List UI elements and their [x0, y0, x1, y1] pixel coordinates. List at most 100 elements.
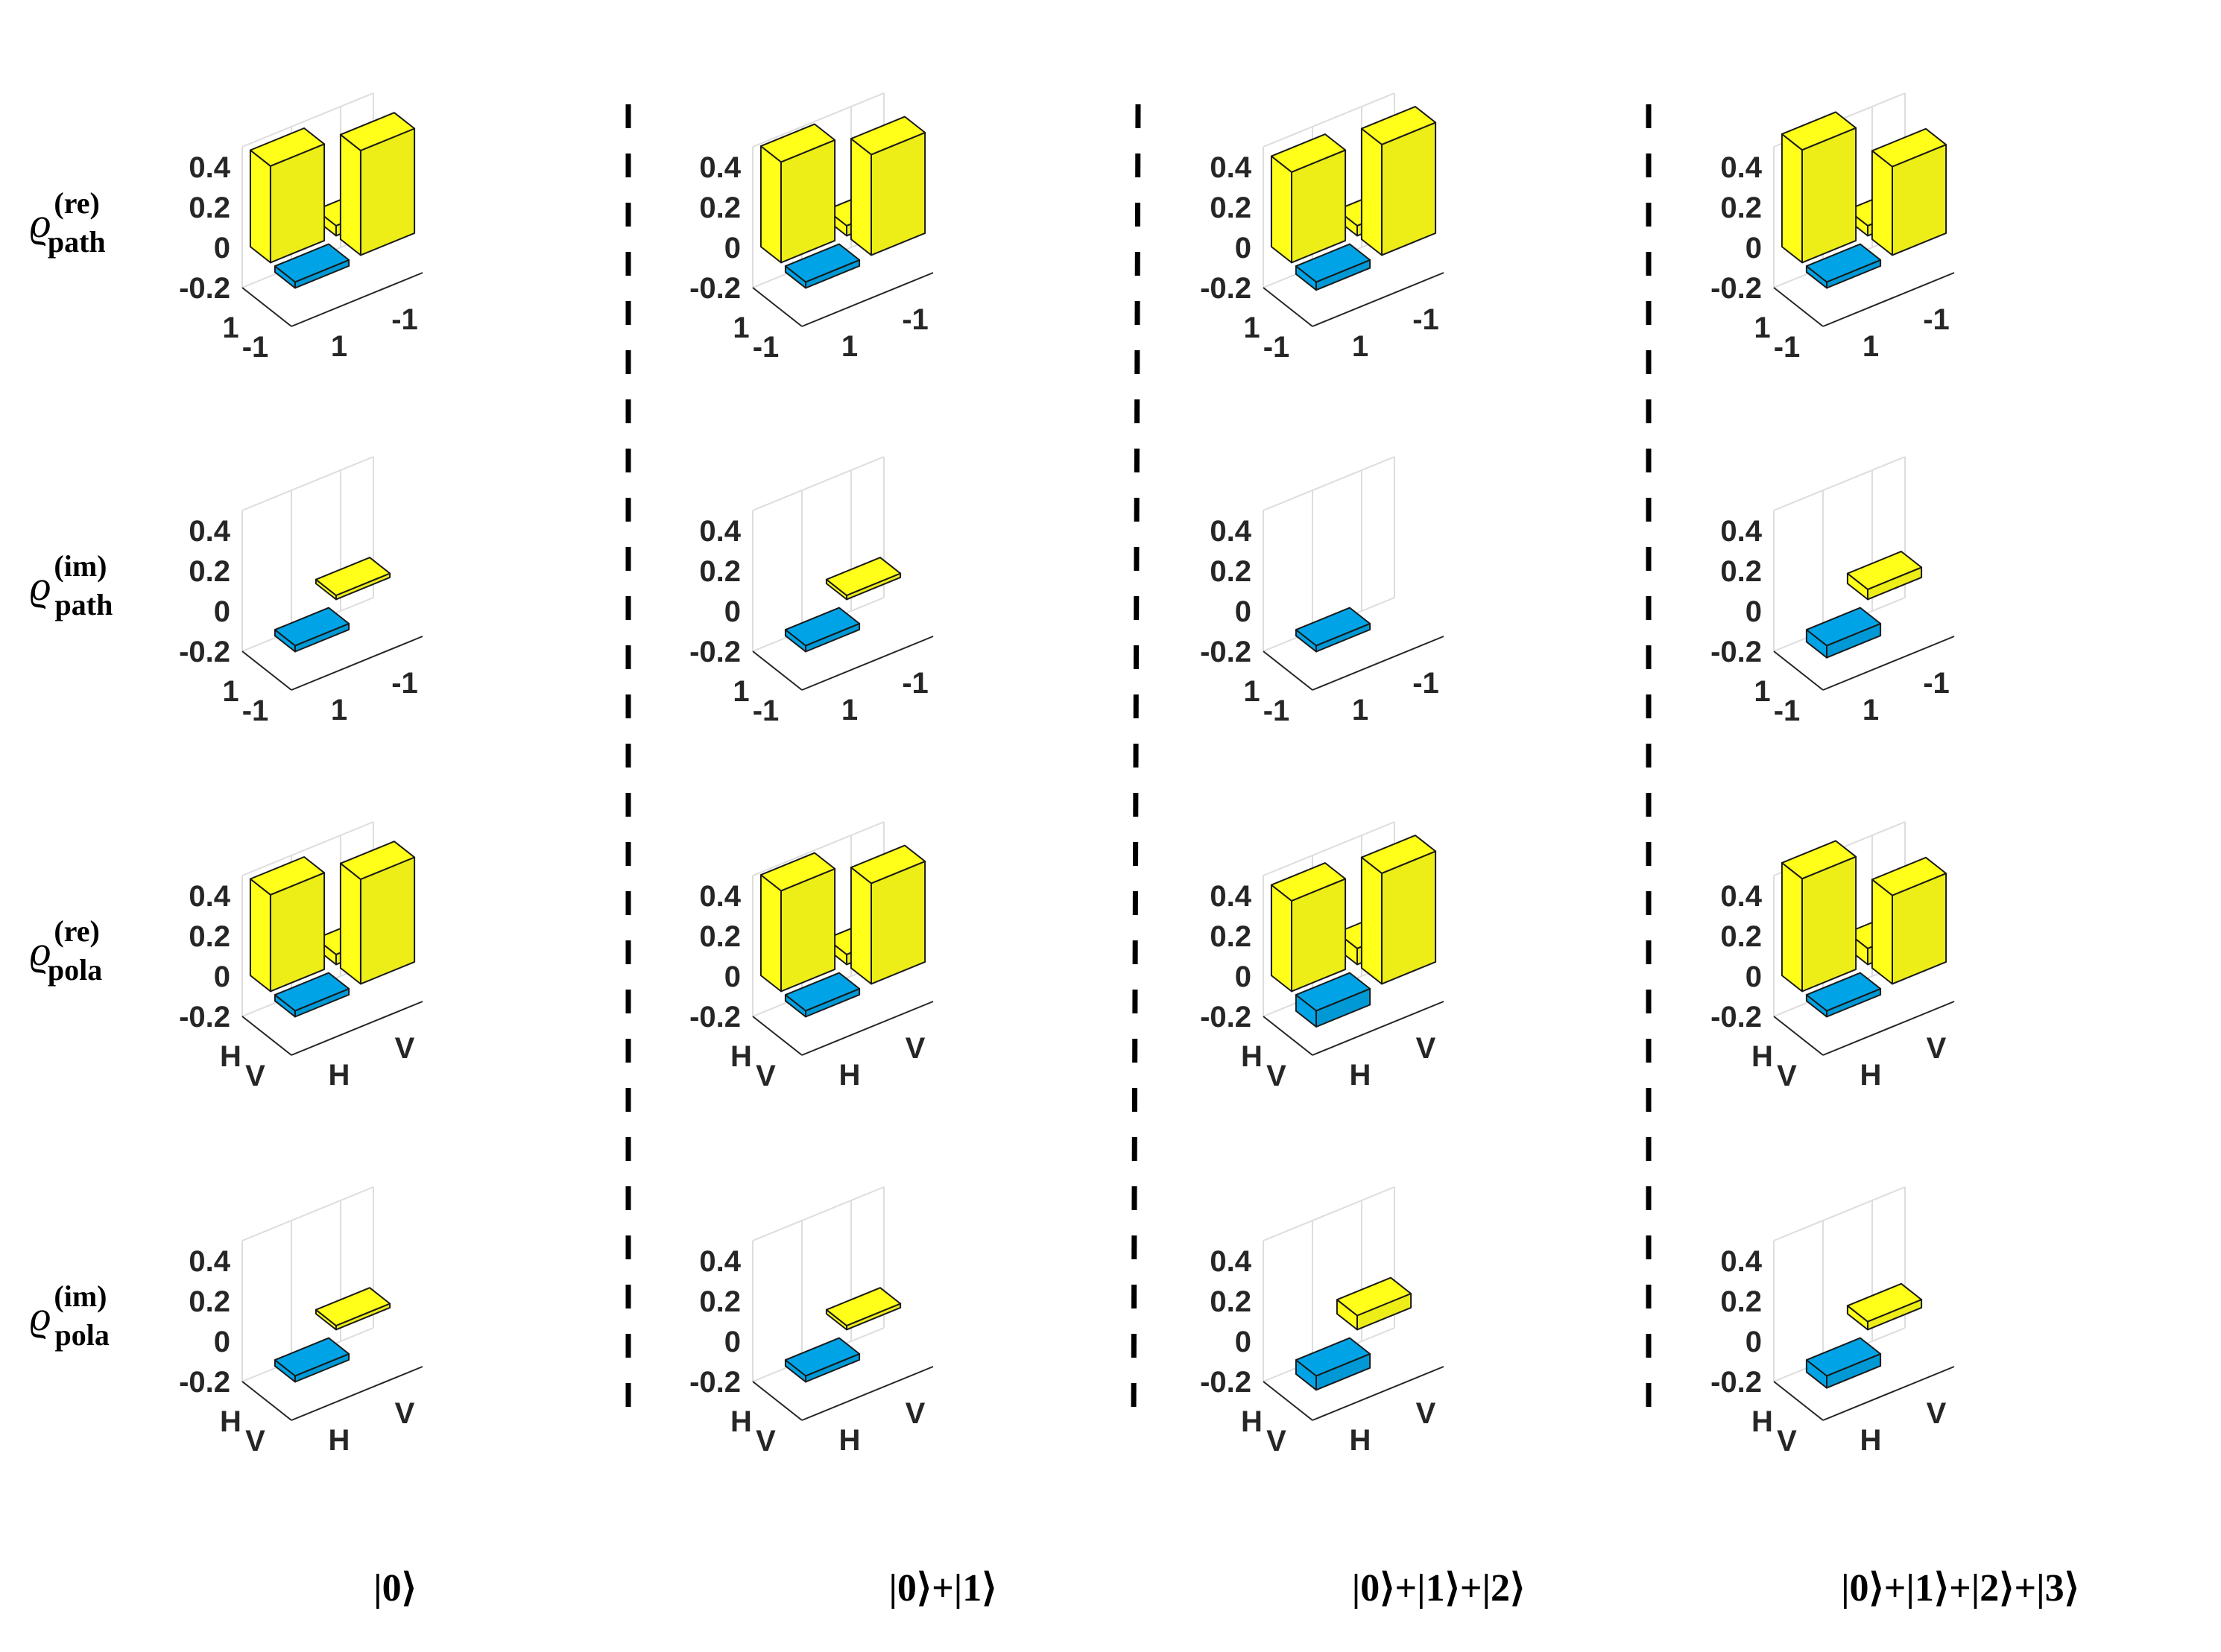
bar-top-face [339, 841, 416, 880]
row-label-symbol: ϱ [30, 928, 51, 975]
z-tick-label: -0.2 [689, 272, 741, 305]
y-axis-line [801, 272, 934, 327]
bar-1-2 [315, 1287, 391, 1331]
z-tick-label: -0.2 [179, 636, 230, 668]
bar-1-2 [825, 557, 902, 601]
bar-2-1 [274, 607, 350, 653]
panel-axis-lines [241, 1001, 423, 1056]
x-tick-label: 1 [1243, 311, 1260, 344]
z-tick-label: -0.2 [689, 1366, 741, 1399]
bar-top-face [1781, 111, 1857, 151]
z-tick-label: 0.2 [189, 192, 230, 224]
x-axis-line [752, 651, 803, 691]
bar-side-face [1871, 150, 1893, 256]
bar-2-2 [339, 841, 416, 985]
z-tick-label: 0.4 [1210, 880, 1251, 913]
z-tick-label: 0.4 [1210, 151, 1251, 184]
y-axis-line [1822, 1001, 1955, 1056]
z-tick-label: 0 [1745, 960, 1762, 993]
bar-top-face [1781, 840, 1857, 880]
row-label-symbol: ϱ [30, 1294, 51, 1340]
panel-axis-lines [752, 272, 934, 327]
x-tick-label: V [1266, 1060, 1286, 1092]
bar-2-2 [850, 844, 926, 985]
x-axis-line [241, 287, 292, 327]
z-tick-label: -0.2 [1710, 1366, 1762, 1399]
panel-axis-lines [1773, 272, 1955, 327]
bar-top-face [825, 557, 902, 596]
z-tick-label: 0.4 [189, 515, 230, 548]
grid-line [1773, 1186, 1906, 1241]
z-tick-label: 0 [214, 1326, 230, 1358]
bar-1-2 [825, 1287, 902, 1331]
bar-top-face [249, 856, 326, 896]
bar-2-1 [784, 607, 861, 653]
y-tick-label: V [906, 1032, 926, 1065]
z-tick-label: 0 [1745, 1326, 1762, 1358]
row-label-subscript: pola [48, 953, 102, 987]
z-tick-label: 0.2 [189, 555, 230, 588]
panel-axis-lines [752, 1366, 934, 1421]
z-tick-label: -0.2 [1200, 636, 1251, 668]
dashed-divider [1131, 104, 1141, 1424]
z-tick-label: 0 [1235, 595, 1251, 628]
z-tick-label: 0 [724, 232, 741, 265]
y-tick-label: -1 [391, 667, 418, 700]
x-tick-label: H [730, 1405, 752, 1438]
bar-top-face [1360, 106, 1437, 145]
z-tick-label: 0.2 [1720, 1285, 1762, 1318]
y-tick-label: V [1927, 1032, 1947, 1065]
y-tick-label: V [1416, 1397, 1436, 1430]
y-tick-label: H [1860, 1059, 1882, 1092]
panel-axis-lines [1263, 1001, 1444, 1056]
panel-axis-lines [1773, 636, 1955, 691]
panel-axis-lines [1263, 1366, 1444, 1421]
y-axis-line [801, 1001, 934, 1056]
bar-top-face [1295, 243, 1371, 283]
x-tick-label: H [1241, 1040, 1263, 1073]
x-tick-label: 1 [1754, 311, 1770, 344]
y-tick-label: 1 [841, 330, 858, 363]
z-tick-label: 0.2 [1720, 920, 1762, 953]
y-axis-line [1312, 1001, 1444, 1056]
bar-top-face [274, 1337, 350, 1377]
z-tick-label: -0.2 [689, 1001, 741, 1034]
z-tick-label: -0.2 [179, 1001, 230, 1034]
x-tick-label: 1 [733, 311, 749, 344]
y-tick-label: -1 [1923, 667, 1950, 700]
y-tick-label: H [329, 1059, 350, 1092]
y-tick-label: H [1860, 1424, 1882, 1457]
bar-side-face [850, 138, 872, 256]
x-tick-label: 1 [1754, 675, 1770, 708]
bar-2-1 [274, 972, 350, 1018]
bar-top-face [784, 1337, 861, 1377]
bar-2-1 [1805, 243, 1882, 289]
x-tick-label: -1 [753, 331, 780, 364]
bar-2-1 [1295, 1337, 1371, 1391]
x-axis-line [1263, 651, 1313, 691]
panel-axis-lines [241, 1366, 423, 1421]
bar-side-face [249, 149, 271, 264]
y-axis-line [1822, 636, 1955, 691]
z-tick-label: -0.2 [1710, 636, 1762, 668]
z-tick-label: 0.2 [1210, 1285, 1251, 1318]
bar-top-face [1805, 1337, 1882, 1377]
panel-axis-lines [1773, 1366, 1955, 1421]
z-tick-label: 0.4 [699, 515, 741, 548]
z-tick-label: 0.2 [1720, 555, 1762, 588]
x-axis-line [1773, 287, 1824, 327]
grid-line [241, 821, 374, 876]
row-label-superscript: (im) [54, 549, 107, 583]
bar-1-2 [1846, 1282, 1923, 1331]
x-tick-label: H [730, 1040, 752, 1073]
